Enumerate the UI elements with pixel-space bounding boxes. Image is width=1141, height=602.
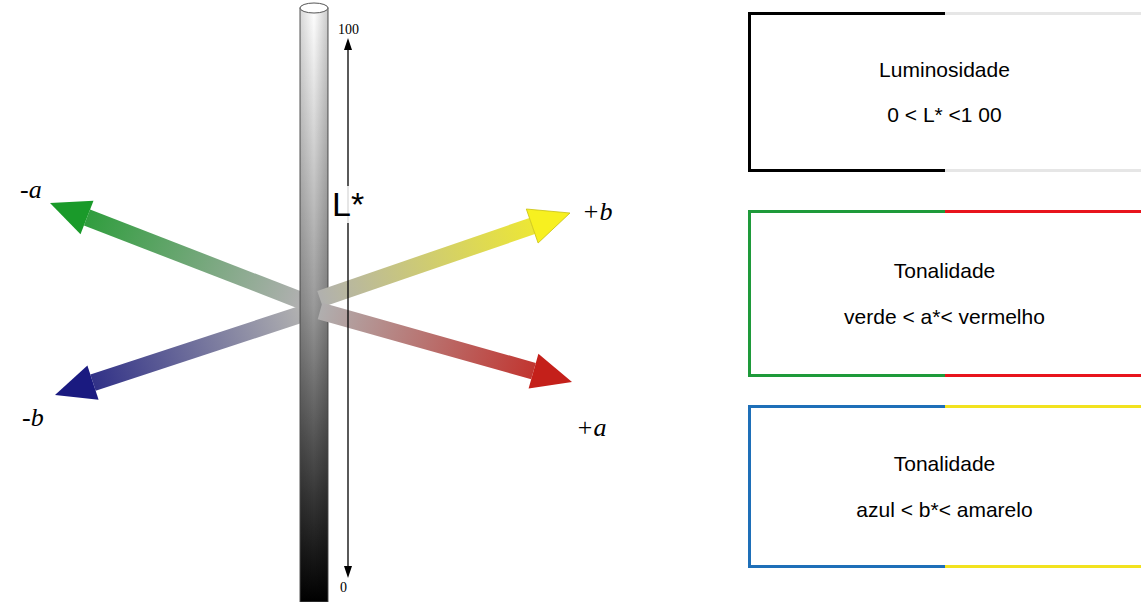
legend-box: Tonalidade azul < b*< amarelo — [748, 405, 1141, 568]
box-border — [748, 169, 945, 172]
box-border — [748, 405, 751, 568]
axis-end-label: +b — [582, 198, 613, 227]
legend-box: Tonalidade verde < a*< vermelho — [748, 210, 1141, 377]
axis-end-label: -a — [20, 176, 42, 205]
box-heading: Luminosidade — [879, 57, 1010, 82]
box-border — [945, 210, 1141, 213]
box-heading: Tonalidade — [894, 258, 996, 283]
lightness-scale-arrow — [344, 38, 352, 578]
scale-max: 100 — [336, 22, 361, 37]
box-border — [945, 565, 1141, 568]
box-border — [748, 374, 945, 377]
axis-name: L* — [330, 186, 366, 223]
box-border — [748, 210, 751, 377]
scale-min: 0 — [338, 580, 349, 595]
box-border — [748, 210, 945, 213]
box-range: 0 < L* <1 00 — [887, 102, 1001, 127]
legend-box: Luminosidade 0 < L* <1 00 — [748, 12, 1141, 172]
box-range: verde < a*< vermelho — [844, 304, 1045, 329]
axis-end-label: +a — [576, 414, 607, 443]
box-heading: Tonalidade — [894, 451, 996, 476]
axis-end-label: -b — [22, 404, 44, 433]
box-border — [945, 405, 1141, 408]
minus-a-arrow — [50, 201, 305, 302]
box-range: azul < b*< amarelo — [856, 497, 1032, 522]
box-border — [945, 374, 1141, 377]
box-border — [748, 405, 945, 408]
box-border — [748, 565, 945, 568]
box-border — [945, 169, 1141, 172]
plus-a-arrow — [320, 311, 572, 388]
box-border — [748, 12, 751, 172]
box-border — [748, 12, 945, 15]
minus-b-arrow — [55, 313, 305, 400]
box-border — [945, 12, 1141, 15]
